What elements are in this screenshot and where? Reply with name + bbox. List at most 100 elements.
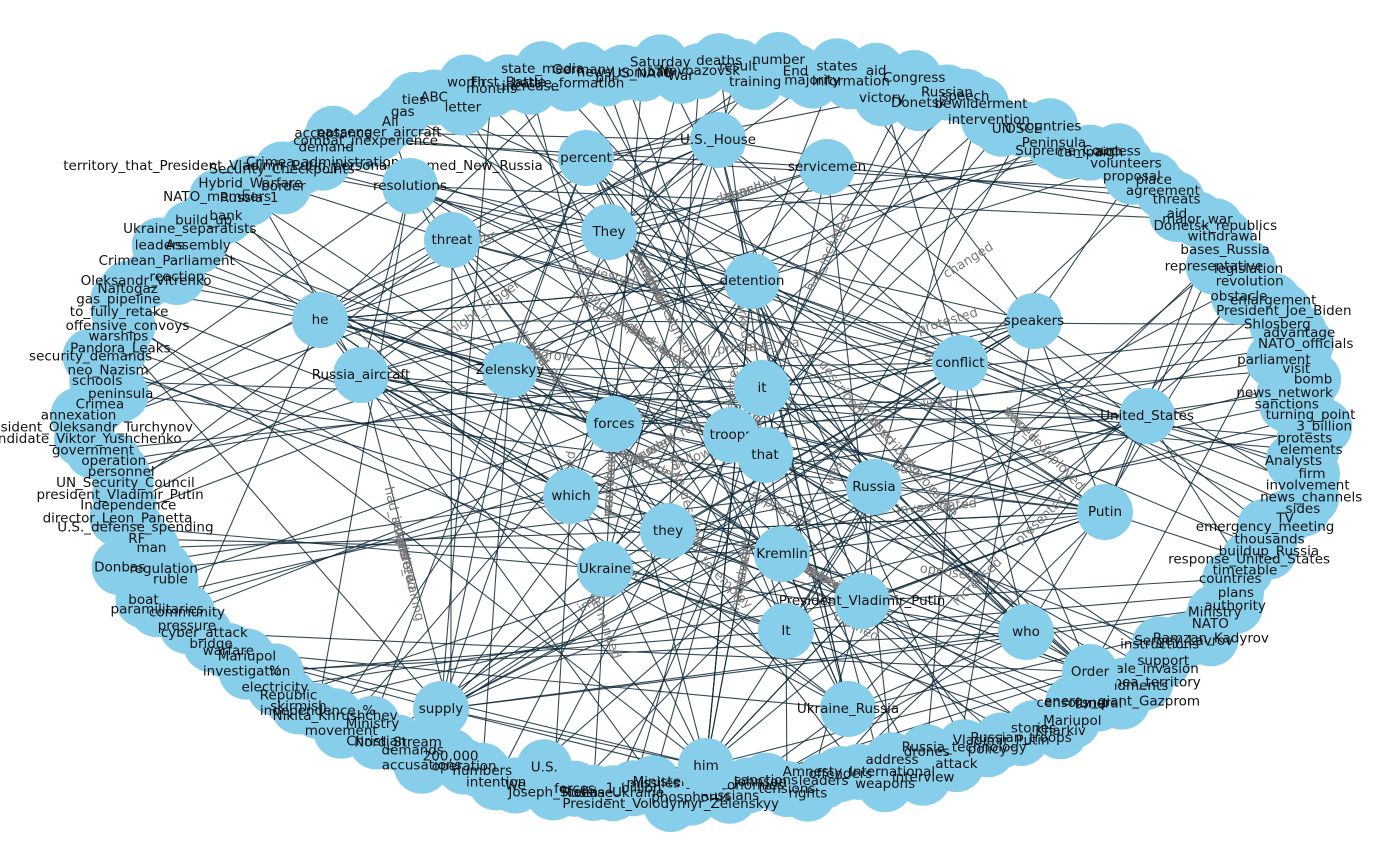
graph-edge <box>667 403 1287 532</box>
node-label: government <box>52 443 134 459</box>
graph-edge <box>751 280 1106 513</box>
node-label: who <box>1012 624 1040 640</box>
node-label: support <box>1137 653 1189 669</box>
graph-edge <box>592 423 615 793</box>
node-label: states <box>816 58 857 74</box>
graph-edge <box>604 568 787 632</box>
node-label: state_media <box>501 61 584 77</box>
graph-edge <box>360 59 779 376</box>
node-label: annexation <box>41 407 117 423</box>
node-label: Vladimir_Putin <box>953 733 1050 749</box>
node-label: gas <box>391 104 415 120</box>
node-label: Saturday <box>630 54 691 70</box>
graph-edge <box>176 276 732 436</box>
node-circle <box>758 603 814 659</box>
node-label: investigation <box>203 664 290 680</box>
node-label: that <box>751 447 778 463</box>
graph-edge <box>840 511 1106 775</box>
graph-edge <box>861 511 1106 602</box>
graph-edge <box>170 423 615 580</box>
graph-edge <box>119 495 572 568</box>
node-label: bank <box>209 208 242 224</box>
node-label: Supreme_Court <box>1015 143 1120 159</box>
graph-edge <box>360 280 753 376</box>
node-label: ruble <box>153 571 188 587</box>
node-label: Ministry <box>346 716 400 732</box>
node-label: major_war <box>1162 211 1233 227</box>
inner-nodes: ittroopsthatforcesRussiawhichtheyKremlin… <box>292 112 1194 794</box>
node-label: They <box>591 224 625 240</box>
graph-edge <box>613 415 1148 425</box>
graph-edge <box>751 163 1127 282</box>
node-label: U.S._defense_spending <box>57 519 213 535</box>
node-label: paramilitaries <box>111 601 204 617</box>
node-label: forces <box>593 416 634 432</box>
graph-edge <box>785 266 1215 632</box>
graph-edge <box>613 96 966 425</box>
graph-edge <box>360 374 783 555</box>
graph-edge <box>926 362 961 753</box>
node-circle <box>820 681 876 737</box>
node-label: he <box>312 312 329 328</box>
node-label: Russia_technology <box>902 739 1027 755</box>
edge-label: supported <box>748 488 814 531</box>
graph-edge <box>204 632 1091 673</box>
graph-edge <box>509 142 1055 371</box>
node-label: Crimean_Parliament <box>99 253 235 269</box>
graph-edge <box>705 600 863 767</box>
node-label: countries <box>1019 118 1082 134</box>
node-label: 200,000 <box>423 749 479 765</box>
node-label: schools <box>72 373 122 389</box>
node-label: drones <box>904 744 950 760</box>
graph-edge <box>873 486 1106 513</box>
graph-edge <box>85 166 828 428</box>
node-label: numbers <box>452 763 512 779</box>
node-label: instructions <box>1120 637 1199 653</box>
graph-edge <box>117 335 442 710</box>
node-label: movement <box>305 723 378 739</box>
node-label: weapons <box>855 776 915 792</box>
graph-edge <box>319 319 511 371</box>
node-label: sanctions <box>1255 396 1319 412</box>
node-label: independence_% <box>260 703 376 719</box>
node-label: deaths <box>696 53 742 69</box>
node-label: President_Oleksandr_Turchynov <box>0 419 193 435</box>
node-label: demand <box>298 139 353 155</box>
graph-edge <box>585 157 1286 519</box>
node-label: President_Joe_Biden <box>1216 303 1351 319</box>
graph-edge <box>440 631 1027 710</box>
node-label: months <box>466 81 517 97</box>
graph-edge <box>826 166 1266 528</box>
graph-edge <box>319 231 610 321</box>
node-label: increase <box>502 79 559 95</box>
node-label: proposal <box>1103 169 1161 185</box>
graph-edge <box>585 157 1027 633</box>
graph-edge <box>90 355 787 632</box>
node-label: Hybrid_Warfare <box>198 175 302 191</box>
node-label: End <box>783 64 809 80</box>
node-label: Donetsk <box>891 95 947 111</box>
graph-edge <box>861 578 1231 602</box>
node-label: information <box>812 73 890 89</box>
node-label: Russia <box>852 479 895 495</box>
graph-edge <box>157 434 732 610</box>
node-circle <box>724 253 780 309</box>
graph-edge <box>761 387 1027 633</box>
node-label: access <box>1095 143 1141 159</box>
graph-edge <box>509 166 828 371</box>
node-label: firm <box>1299 466 1326 482</box>
node-label: Russian_troops <box>970 730 1071 746</box>
node-label: volunteers <box>1090 156 1162 172</box>
node-label: Christian <box>346 734 406 750</box>
graph-edge <box>360 374 1022 739</box>
node-circle <box>577 541 633 597</box>
graph-edge <box>413 99 1148 417</box>
node-label: scale_invasion <box>1101 661 1199 677</box>
node-label: victory <box>859 90 905 106</box>
node-label: they <box>653 523 683 539</box>
edge-label: protested <box>916 305 980 338</box>
graph-edge <box>604 568 1027 633</box>
node-label: reaction <box>149 269 204 285</box>
node-label: Crimea_administration <box>246 155 399 171</box>
graph-edge <box>319 319 672 805</box>
